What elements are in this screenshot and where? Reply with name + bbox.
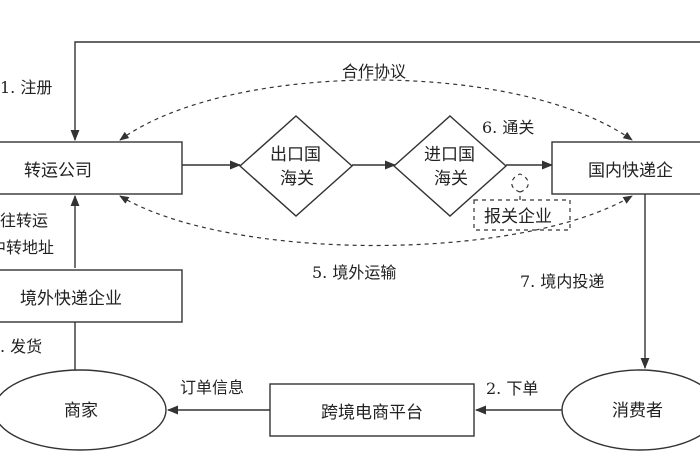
register-arrow <box>70 41 700 142</box>
register-label: 1. 注册 <box>0 78 52 97</box>
clearance-label: 6. 通关 <box>482 118 534 137</box>
platform-label: 跨境电商平台 <box>321 403 423 423</box>
merchant-ellipse <box>0 369 167 451</box>
send-goods-label: . 发货 <box>0 337 42 356</box>
domestic-express-box <box>551 141 700 195</box>
export-customs-label-2: 海关 <box>280 169 314 189</box>
import-customs-label-2: 海关 <box>434 169 468 189</box>
export-customs-diamond <box>238 115 354 217</box>
order-info-label: 订单信息 <box>180 378 244 397</box>
transfer-company-box <box>0 141 183 195</box>
import-customs-diamond <box>392 115 508 217</box>
cooperation-label: 合作协议 <box>342 62 406 81</box>
overseas-express-box <box>0 269 183 323</box>
ship-to-address-label-2: 中转地址 <box>0 238 54 257</box>
transfer-company-label: 转运公司 <box>24 161 92 181</box>
overseas-transport-arc <box>119 195 633 247</box>
customs-broker-label: 报关企业 <box>484 207 552 227</box>
overseas-express-label: 境外快递企业 <box>20 289 122 309</box>
ship-to-address-label-1: 往转运 <box>0 211 48 230</box>
place-order-label: 2. 下单 <box>486 379 538 398</box>
merchant-label: 商家 <box>64 401 98 421</box>
cooperation-arc <box>119 79 633 141</box>
export-customs-label-1: 出口国 <box>270 145 321 165</box>
consumer-label: 消费者 <box>612 401 663 421</box>
platform-box <box>269 383 475 437</box>
domestic-express-label: 国内快递企 <box>588 161 673 181</box>
consumer-ellipse <box>561 369 700 451</box>
customs-broker-link <box>511 173 529 200</box>
domestic-delivery-label: 7. 境内投递 <box>520 272 604 291</box>
overseas-transport-label: 5. 境外运输 <box>312 263 396 282</box>
import-customs-label-1: 进口国 <box>424 145 475 165</box>
